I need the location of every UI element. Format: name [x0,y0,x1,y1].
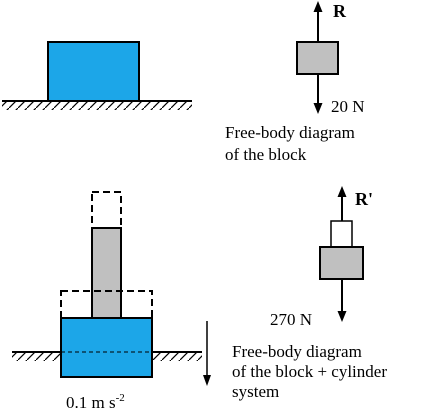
top-block [47,41,140,102]
normal-force-prime-label: R' [355,189,373,209]
top-scene: R 20 N Free-body diagram of the block [2,1,365,164]
acceleration-exponent: -2 [116,392,125,404]
acceleration-value: 0.1 m s [66,393,116,412]
combined-weight-label: 270 N [270,310,312,329]
caption-line-3: system [232,382,279,401]
acceleration-label: 0.1 m s-2 [66,392,125,412]
normal-force-label: R [333,1,347,21]
acceleration-arrowhead [203,375,211,386]
cylinder-previous-position-outline [91,191,122,229]
cylinder [91,227,122,319]
caption-line-1: Free-body diagram [225,123,355,142]
block-previous-position-outline [60,290,153,319]
bottom-block [60,317,153,378]
combined-weight-arrowhead [337,311,347,322]
fbd-block-box [296,41,339,75]
caption-line-2: of the block + cylinder [232,362,387,381]
top-ground [2,100,192,110]
normal-force-prime-arrowhead [337,186,347,197]
top-fbd: R 20 N Free-body diagram of the block [225,1,365,164]
fbd-cylinder-box [330,220,353,248]
caption-line-1: Free-body diagram [232,342,362,361]
fbd-block-box [319,246,364,280]
bottom-fbd: R' 270 N Free-body diagram of the block … [232,186,387,401]
bottom-scene: 0.1 m s-2 R' 270 N Free-body diagram of … [12,186,387,412]
normal-force-arrowhead [313,1,323,12]
weight-label: 20 N [331,97,365,116]
caption-line-2: of the block [225,145,307,164]
top-ground-hatching [2,101,192,110]
weight-arrowhead [313,103,323,114]
